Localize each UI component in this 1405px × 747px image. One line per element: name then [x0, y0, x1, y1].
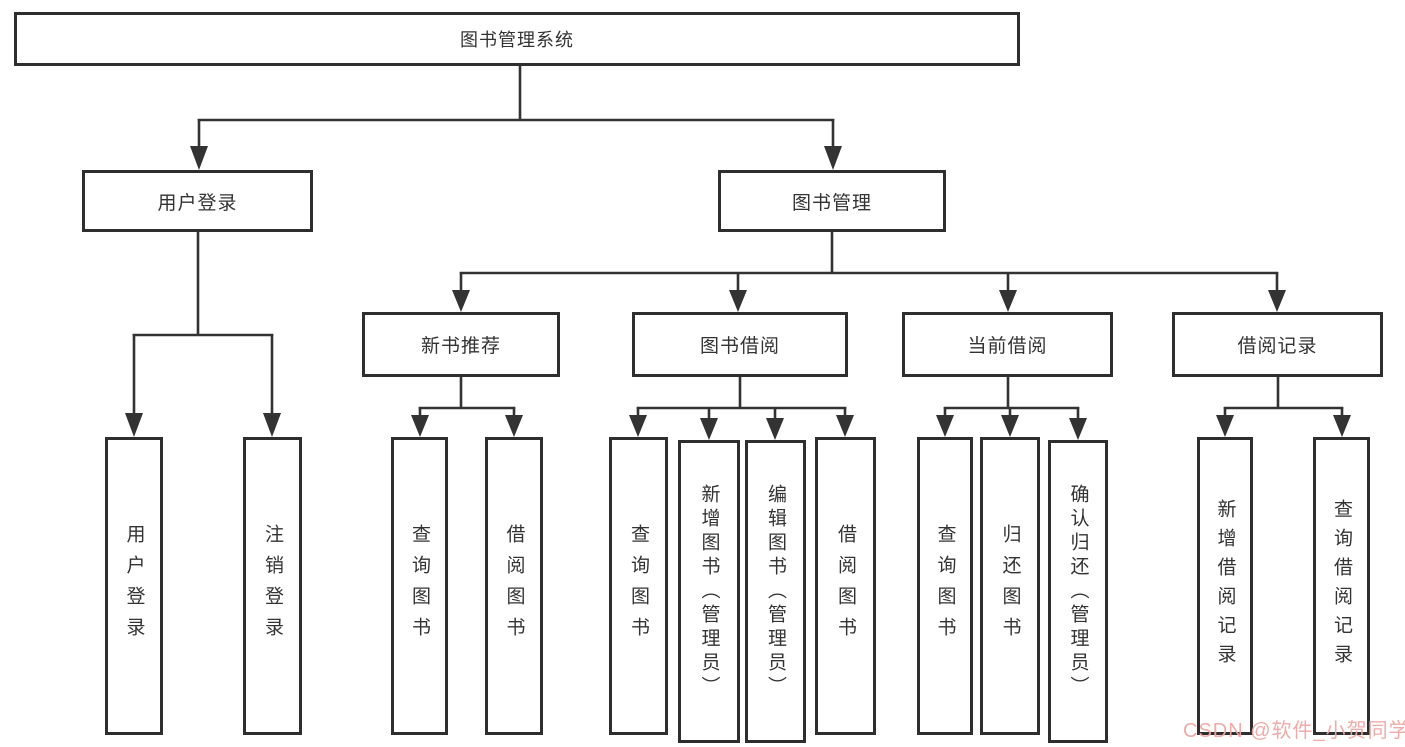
leaf-query-borrow-record: 查询借阅记录 — [1313, 437, 1370, 735]
leaf-query-books-1: 查询图书 — [391, 437, 448, 735]
node-book-management: 图书管理 — [718, 170, 946, 232]
node-current-borrow: 当前借阅 — [902, 312, 1113, 377]
arrow-down-icon — [1268, 290, 1286, 312]
arrow-down-icon — [263, 413, 281, 437]
leaf-borrow-books-2: 借阅图书 — [815, 437, 876, 735]
leaf-borrow-books-1: 借阅图书 — [485, 437, 543, 735]
leaf-label: 查询图书 — [934, 524, 956, 648]
node-label: 借阅记录 — [1237, 336, 1318, 357]
node-label: 当前借阅 — [967, 336, 1048, 357]
arrow-down-icon — [824, 146, 842, 170]
leaf-label: 借阅图书 — [835, 524, 856, 648]
node-label: 图书管理系统 — [460, 30, 574, 50]
node-label: 图书管理 — [791, 192, 872, 214]
node-label: 图书借阅 — [699, 336, 780, 357]
leaf-label: 归还图书 — [999, 524, 1021, 648]
arrow-down-icon — [836, 415, 854, 437]
arrow-down-icon — [766, 418, 784, 440]
arrow-down-icon — [936, 415, 954, 437]
arrow-down-icon — [1333, 415, 1351, 437]
csdn-watermark: CSDN @软件_小贺同学 — [1183, 720, 1405, 742]
arrow-down-icon — [1001, 415, 1019, 437]
connector-borrowrecords-to-leaves — [1223, 377, 1344, 418]
arrow-down-icon — [411, 415, 429, 437]
leaf-label: 确认归还（管理员） — [1067, 483, 1089, 700]
arrow-down-icon — [125, 413, 143, 437]
leaf-add-books-admin: 新增图书（管理员） — [678, 440, 740, 743]
leaf-user-login: 用户登录 — [105, 437, 163, 735]
node-book-borrow: 图书借阅 — [632, 312, 848, 377]
arrow-down-icon — [190, 146, 208, 170]
leaf-add-borrow-record: 新增借阅记录 — [1197, 437, 1253, 735]
leaf-label: 编辑图书（管理员） — [765, 483, 786, 700]
arrow-down-icon — [700, 418, 718, 440]
connector-currentborrow-to-leaves — [943, 377, 1080, 421]
arrow-down-icon — [1069, 418, 1087, 440]
arrow-down-icon — [452, 290, 470, 312]
connector-bookborrow-to-leaves — [636, 377, 847, 421]
leaf-label: 新增图书（管理员） — [698, 483, 720, 700]
arrow-down-icon — [729, 290, 747, 312]
connector-userlogin-to-leaves — [132, 232, 274, 417]
arrow-down-icon — [505, 415, 523, 437]
connector-bookmgmt-to-level3 — [459, 232, 1279, 294]
node-label: 新书推荐 — [420, 336, 501, 357]
leaf-query-books-3: 查询图书 — [917, 437, 973, 735]
leaf-logout: 注销登录 — [243, 437, 302, 735]
node-user-login: 用户登录 — [82, 170, 313, 232]
arrow-down-icon — [1216, 415, 1234, 437]
leaf-label: 查询图书 — [628, 524, 649, 648]
arrow-down-icon — [999, 290, 1017, 312]
leaf-return-books: 归还图书 — [980, 437, 1040, 735]
leaf-query-books-2: 查询图书 — [609, 437, 668, 735]
arrowheads — [125, 146, 1351, 440]
node-new-book-recommend: 新书推荐 — [362, 312, 560, 377]
connector-root-to-level2 — [197, 66, 835, 150]
connector-newbooks-to-leaves — [418, 377, 516, 418]
arrow-down-icon — [629, 415, 647, 437]
leaf-label: 借阅图书 — [503, 524, 525, 648]
leaf-label: 查询借阅记录 — [1331, 499, 1352, 673]
leaf-label: 查询图书 — [409, 524, 430, 648]
leaf-label: 新增借阅记录 — [1214, 499, 1236, 673]
node-label: 用户登录 — [157, 192, 238, 214]
node-borrow-records: 借阅记录 — [1172, 312, 1383, 377]
node-root-system: 图书管理系统 — [14, 12, 1020, 66]
leaf-confirm-return-admin: 确认归还（管理员） — [1048, 440, 1108, 743]
leaf-edit-books-admin: 编辑图书（管理员） — [745, 440, 806, 743]
leaf-label: 用户登录 — [123, 524, 145, 648]
leaf-label: 注销登录 — [262, 524, 283, 648]
